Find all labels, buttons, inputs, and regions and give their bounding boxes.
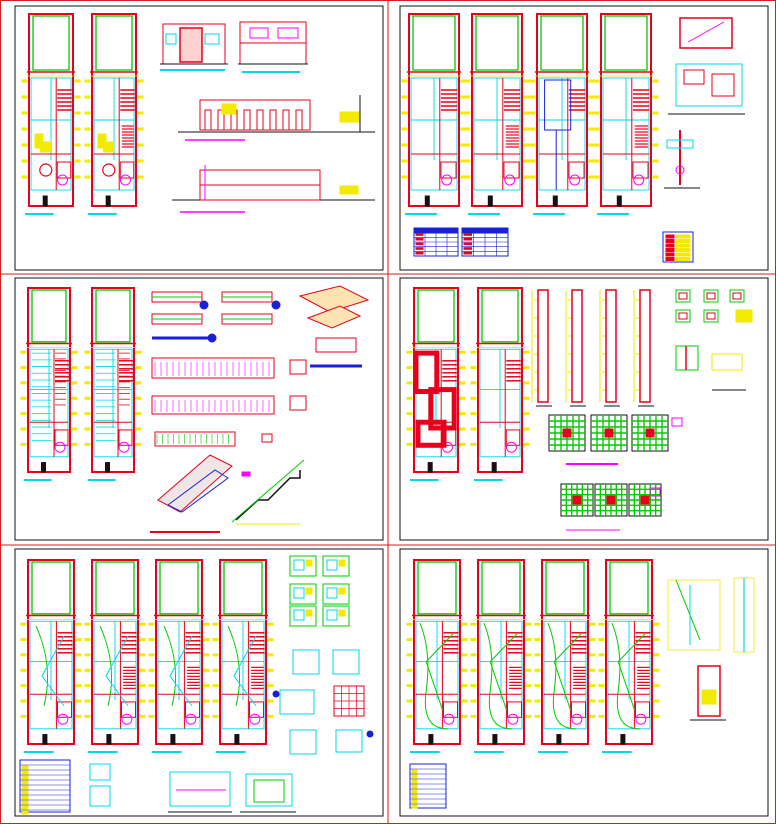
sheet-3-border: [14, 277, 384, 541]
floor-plan: [21, 13, 81, 215]
floor-plan: [593, 13, 659, 215]
stair-3d-detail: [150, 454, 233, 533]
legend-table: [19, 759, 71, 815]
sheet-1-architecture: [21, 13, 375, 215]
front-elevation: [160, 23, 228, 71]
beam-details: [151, 291, 281, 343]
floor-plan: [406, 287, 466, 481]
schedule-tables: [413, 227, 509, 257]
floor-plan: [401, 13, 467, 215]
panel-details: [89, 763, 296, 813]
floor-plan: [470, 559, 532, 753]
column-sections: [675, 289, 753, 391]
sheet-5-border: [14, 548, 384, 817]
wiring: [227, 625, 257, 707]
floor-plan: [212, 559, 274, 753]
pipe-detail: [664, 130, 700, 189]
sheet-3-slabs-stairs: [20, 285, 370, 533]
floor-plan: [84, 287, 142, 481]
sanitary-details: [667, 577, 755, 721]
sheet-1-border: [14, 5, 384, 271]
sheet-4-border: [399, 277, 769, 541]
floor-plan: [529, 13, 595, 215]
floor-plan: [534, 559, 596, 753]
sheet-5-electrical: [19, 555, 374, 815]
footing-grids: [548, 414, 683, 531]
floor-plan: [470, 287, 530, 481]
floor-plan: [84, 559, 146, 753]
roof-3d-detail: [298, 285, 370, 368]
sheet-2-border: [399, 5, 769, 271]
sheet-6-sanitary: [406, 559, 755, 809]
sheet-6-border: [399, 548, 769, 817]
floor-plan: [464, 13, 530, 215]
long-beams: [151, 357, 307, 447]
legend-table: [409, 763, 447, 809]
floor-plan: [84, 13, 144, 215]
roof-detail: [668, 17, 745, 115]
floor-plan: [406, 559, 468, 753]
wiring: [35, 625, 65, 707]
column-elevations: [531, 289, 654, 407]
stair-section: [231, 459, 305, 525]
longitudinal-section-1: [178, 95, 375, 141]
wiring: [163, 625, 193, 707]
floor-plan: [20, 559, 82, 753]
floor-plan: [20, 287, 78, 481]
sheet-4-foundations: [406, 287, 753, 531]
floor-plan: [598, 559, 660, 753]
side-elevation: [238, 21, 308, 73]
wiring: [99, 625, 129, 707]
longitudinal-section-2: [172, 165, 375, 213]
electrical-details: [272, 555, 374, 755]
sheet-2-installations: [401, 13, 745, 263]
legend-box: [662, 231, 694, 263]
floor-plan: [148, 559, 210, 753]
